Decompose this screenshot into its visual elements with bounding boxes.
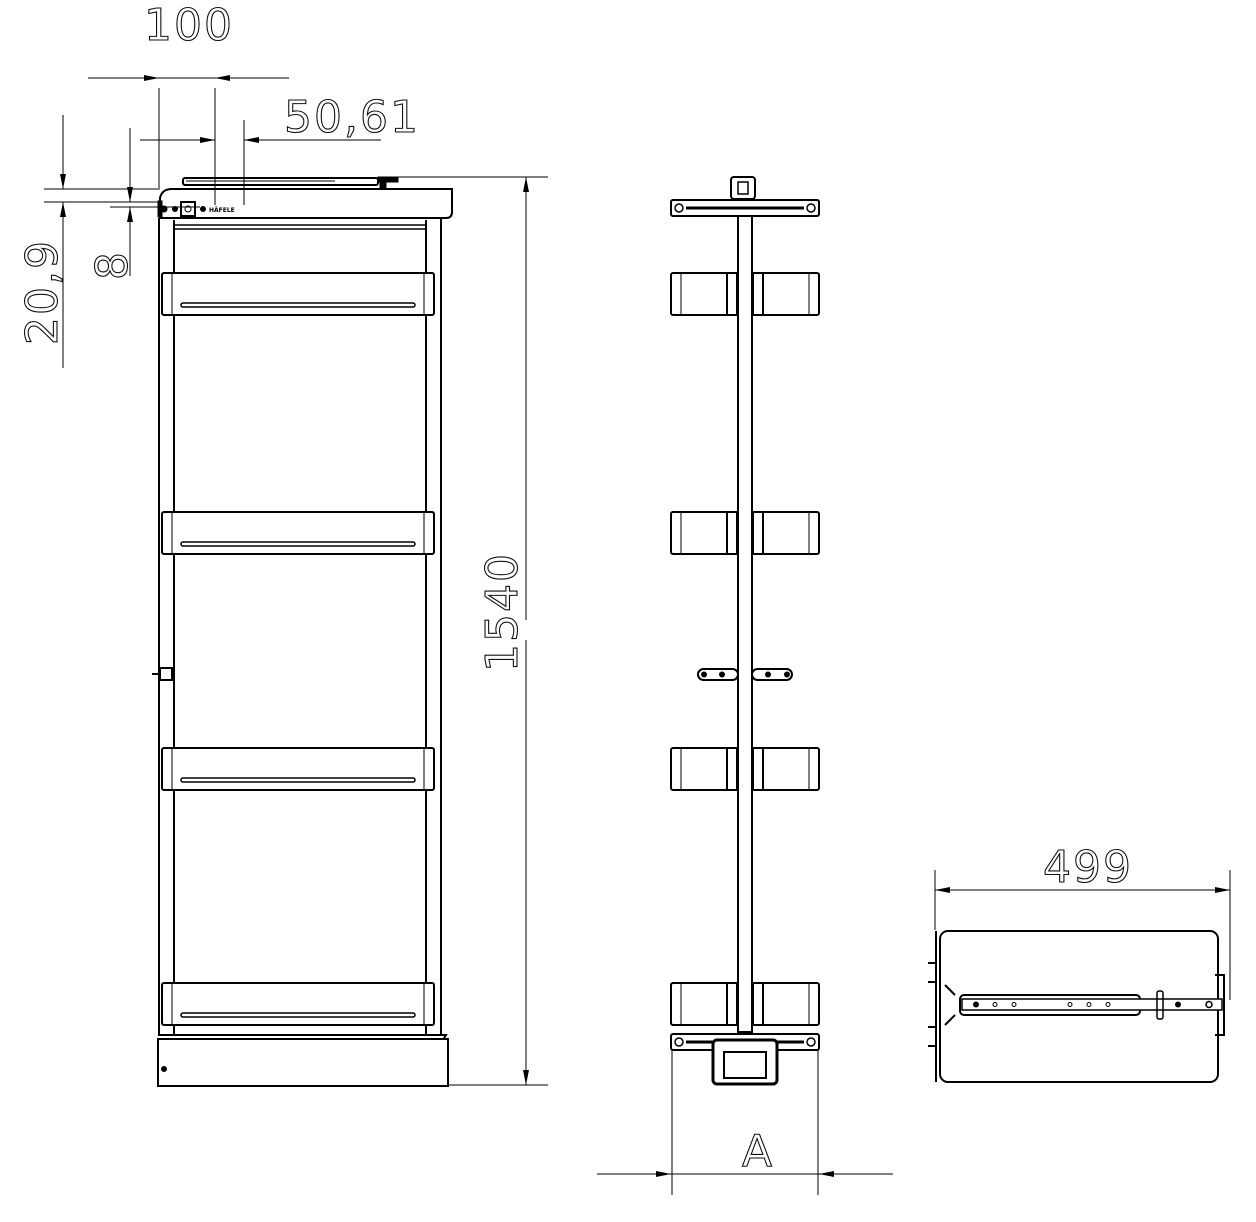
dim-offset: 50,61 <box>284 92 420 143</box>
side-view <box>670 176 820 1195</box>
front-view: HÄFELE <box>152 176 453 1087</box>
brand-label: HÄFELE <box>209 207 235 214</box>
bottom-base <box>157 1038 449 1087</box>
dim-left-offset: 20,9 <box>17 239 68 345</box>
mid-stabilizer <box>697 668 793 681</box>
basket-pair-2 <box>670 511 820 555</box>
top-header-plate <box>159 188 453 219</box>
shelf-3 <box>161 747 435 791</box>
basket-pair-3 <box>670 747 820 791</box>
dim-top-width: 100 <box>144 0 234 51</box>
dim-depth: 499 <box>1043 842 1133 893</box>
dim-width-a: A <box>742 1126 774 1177</box>
basket-pair-1 <box>670 272 820 316</box>
basket-pair-4 <box>670 982 820 1026</box>
shelf-4 <box>161 982 435 1026</box>
front-view-dimensions <box>44 75 548 1086</box>
top-view <box>928 930 1225 1083</box>
shelf-1 <box>161 272 435 316</box>
central-pole <box>737 215 753 1033</box>
dim-small-offset: 8 <box>87 250 138 280</box>
top-fitting <box>180 201 196 217</box>
dim-height: 1540 <box>477 552 528 672</box>
top-view-dimension <box>934 870 1231 1000</box>
shelf-2 <box>161 511 435 555</box>
